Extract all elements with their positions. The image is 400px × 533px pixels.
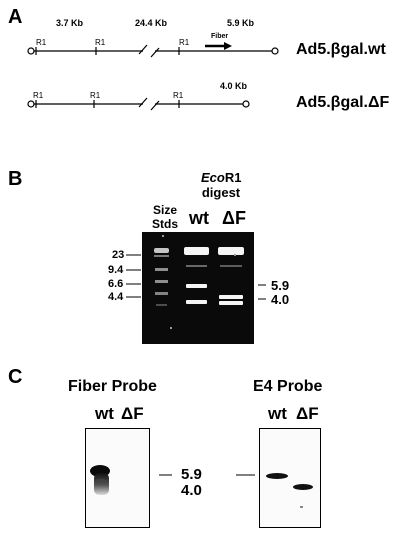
gel-marker-6-6: 6.6 — [108, 278, 124, 290]
wt-construct-name: Ad5.βgal.wt — [296, 41, 386, 58]
e4-lane-wt-label: wt — [268, 404, 287, 423]
panel-c-letter: C — [8, 366, 23, 388]
df-site-label-3: R1 — [173, 91, 184, 100]
df-site-label-2: R1 — [90, 91, 101, 100]
panel-a-letter: A — [8, 6, 23, 28]
fiber-lane-df-label: ΔF — [121, 404, 144, 423]
e4-lane-df-label: ΔF — [296, 404, 319, 423]
fiber-arrow — [205, 42, 232, 50]
wt-segment-size-1: 3.7 Kb — [56, 18, 84, 28]
gel-marker-4-4: 4.4 — [108, 291, 124, 303]
e4-probe-title: E4 Probe — [253, 378, 323, 395]
df-segment-size-1: 4.0 Kb — [220, 81, 248, 91]
wt-site-label-1: R1 — [36, 38, 47, 47]
fiber-probe-title: Fiber Probe — [68, 378, 157, 395]
gel-lane-wt-label: wt — [189, 208, 209, 228]
gel-marker-9-4: 9.4 — [108, 264, 124, 276]
panel-b-letter: B — [8, 168, 23, 190]
wt-segment-size-3: 5.9 Kb — [227, 18, 255, 28]
size-standards-label: Size Stds — [152, 203, 179, 231]
fiber-probe-blot — [85, 428, 150, 528]
gel-marker-4-0: 4.0 — [271, 292, 290, 307]
wt-segment-size-2: 24.4 Kb — [135, 18, 168, 28]
blot-marker-5-9: 5.9 — [181, 466, 202, 483]
e4-probe-blot — [259, 428, 321, 528]
fiber-lane-wt-label: wt — [95, 404, 114, 423]
agarose-gel — [142, 232, 254, 344]
digest-label: EcoR1 digest — [201, 170, 242, 200]
wt-site-label-2: R1 — [95, 38, 106, 47]
gel-marker-23: 23 — [112, 249, 125, 261]
blot-marker-4-0: 4.0 — [181, 482, 202, 499]
df-site-label-1: R1 — [33, 91, 44, 100]
wt-map-line — [27, 44, 279, 58]
gel-marker-5-9: 5.9 — [271, 278, 290, 293]
wt-site-label-3: R1 — [179, 38, 190, 47]
fiber-gene-label: Fiber — [211, 33, 229, 40]
df-map-line — [27, 97, 250, 111]
gel-lane-df-label: ΔF — [222, 208, 246, 228]
df-construct-name: Ad5.βgal.ΔF — [296, 94, 390, 111]
